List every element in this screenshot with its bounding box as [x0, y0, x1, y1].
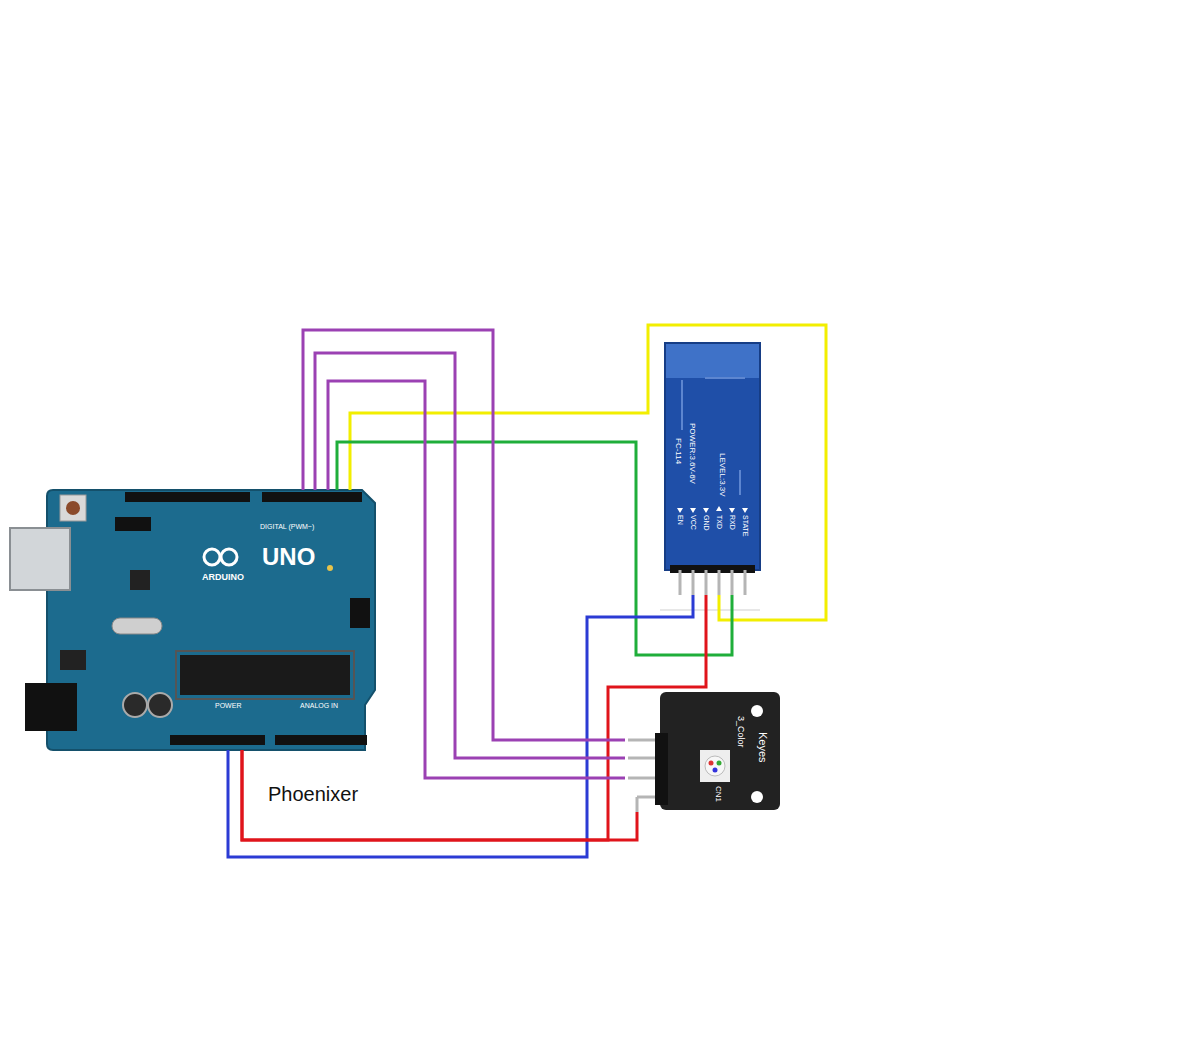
bluetooth-module: FC-114 POWER:3.6V-6V LEVEL:3.3V EN VCC GND TXD… — [665, 343, 760, 595]
jumper-wire — [242, 750, 637, 840]
rgb-led — [713, 768, 718, 773]
antenna-area — [666, 344, 759, 378]
icsp-header — [115, 517, 151, 531]
silkscreen-label: STATE — [741, 515, 749, 537]
arduino-logo — [221, 549, 237, 565]
reset-button — [66, 501, 80, 515]
capacitor — [148, 693, 172, 717]
pin-header — [655, 733, 668, 805]
reset-button — [60, 495, 86, 521]
pin-header — [170, 735, 265, 745]
silkscreen-label: 3_Color — [736, 716, 747, 748]
mount-hole — [751, 705, 763, 717]
silkscreen-label: Keyes — [755, 732, 768, 763]
silkscreen-label: RXD — [728, 515, 736, 530]
silkscreen-label: CN1 — [713, 786, 723, 802]
board-label: DIGITAL (PWM~) — [260, 523, 314, 531]
board-label: ARDUINO — [202, 572, 244, 583]
jumper-wire — [228, 595, 693, 857]
crystal — [112, 618, 162, 634]
silkscreen-label: TXD — [715, 515, 723, 529]
rgb-led — [700, 750, 730, 782]
rgb-led — [717, 761, 722, 766]
bluetooth-pcb — [665, 343, 760, 570]
author-label: Phoenixer — [268, 782, 358, 806]
pin-header — [670, 565, 755, 573]
usb-port — [10, 528, 70, 590]
jumper-wire — [242, 595, 706, 840]
regulator — [60, 650, 86, 670]
board-label: UNO — [262, 543, 315, 572]
pcb-trace — [682, 378, 745, 495]
silkscreen-label: EN — [676, 515, 684, 525]
rgb-led — [705, 756, 725, 776]
silkscreen-label: GND — [702, 515, 710, 531]
icsp-header — [350, 598, 370, 628]
silkscreen-label: VCC — [689, 515, 697, 530]
power-jack — [25, 683, 77, 731]
capacitor — [123, 693, 147, 717]
pin-arrow — [677, 506, 748, 513]
pin-header — [262, 492, 362, 502]
header-pin — [680, 570, 745, 595]
jumper-wire — [337, 442, 732, 655]
microcontroller — [180, 655, 350, 695]
jumper-wire — [315, 353, 625, 758]
silkscreen-label: FC-114 — [673, 438, 683, 464]
rgb-led — [709, 761, 714, 766]
pin-header — [125, 492, 250, 502]
silkscreen-label: LEVEL:3.3V — [717, 453, 727, 497]
arduino-logo — [204, 549, 220, 565]
board-label: POWER — [215, 702, 241, 710]
jumper-wire — [303, 330, 625, 740]
arduino-board: DIGITAL (PWM~) UNO ARDUINO POWER ANALOG IN — [47, 490, 375, 750]
jumper-wire — [350, 325, 826, 620]
mount-hole — [751, 791, 763, 803]
pin-header — [275, 735, 367, 745]
jumper-wire — [328, 381, 625, 778]
baseline — [660, 610, 760, 611]
silkscreen-label: POWER:3.6V-6V — [687, 423, 697, 484]
arduino-pcb — [47, 490, 375, 750]
rgb-led-module: Keyes 3_ColorCN1 — [625, 690, 782, 812]
usb-chip — [130, 570, 150, 590]
led-indicator — [327, 565, 333, 571]
board-label: ANALOG IN — [300, 702, 338, 710]
led-pcb — [660, 692, 780, 810]
chip-socket — [176, 651, 354, 699]
